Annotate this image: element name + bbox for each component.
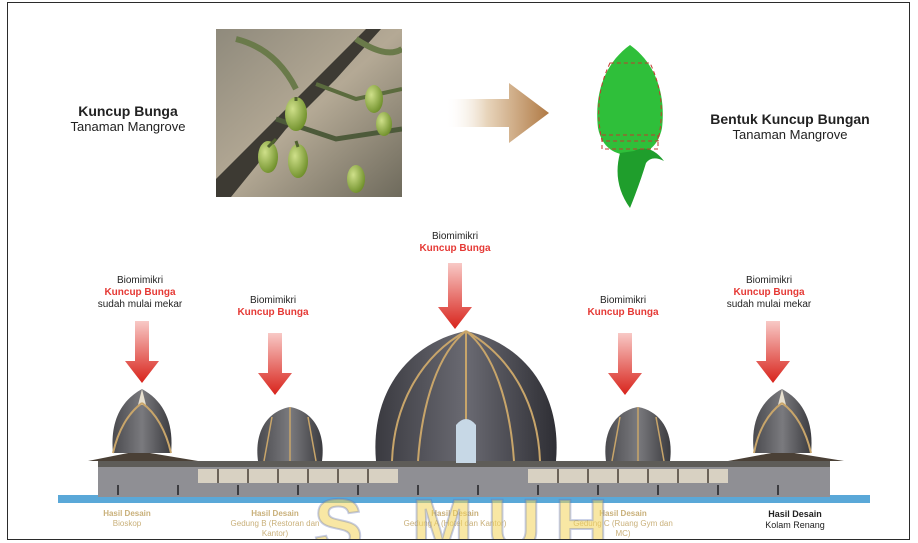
bio-label-3: Biomimikri Kuncup Bunga	[400, 231, 510, 255]
bio-label-1-line2: Kuncup Bunga	[85, 287, 195, 299]
bio-label-3-line1: Biomimikri	[400, 231, 510, 243]
mangrove-bud-photo	[216, 29, 402, 197]
transition-arrow-icon	[445, 83, 549, 143]
right-caption: Bentuk Kuncup Bungan Tanaman Mangrove	[680, 111, 900, 142]
caption-kolam-renang-sub: Kolam Renang	[765, 520, 825, 530]
right-caption-title: Bentuk Kuncup Bungan	[680, 111, 900, 127]
bio-label-1-line3: sudah mulai mekar	[85, 299, 195, 311]
bud-shape-diagram	[590, 43, 670, 213]
bio-label-4-line1: Biomimikri	[568, 295, 678, 307]
bio-label-3-line2: Kuncup Bunga	[400, 243, 510, 255]
left-caption: Kuncup Bunga Tanaman Mangrove	[48, 103, 208, 134]
university-watermark: S MUH	[188, 493, 748, 540]
caption-kolam-renang-title: Hasil Desain	[740, 509, 850, 520]
caption-kolam-renang: Hasil Desain Kolam Renang	[740, 509, 850, 531]
left-caption-subtitle: Tanaman Mangrove	[48, 119, 208, 134]
watermark-text: S MUH	[314, 493, 622, 540]
left-caption-title: Kuncup Bunga	[48, 103, 208, 119]
bio-label-5: Biomimikri Kuncup Bunga sudah mulai meka…	[714, 275, 824, 311]
bio-label-5-line1: Biomimikri	[714, 275, 824, 287]
bio-label-5-line3: sudah mulai mekar	[714, 299, 824, 311]
bio-label-1: Biomimikri Kuncup Bunga sudah mulai meka…	[85, 275, 195, 311]
caption-bioskop: Hasil Desain Bioskop	[72, 509, 182, 529]
bio-label-5-line2: Kuncup Bunga	[714, 287, 824, 299]
bio-label-2-line1: Biomimikri	[218, 295, 328, 307]
diagram-frame: Kuncup Bunga Tanaman Mangrove	[7, 2, 910, 540]
caption-bioskop-title: Hasil Desain	[72, 509, 182, 519]
right-caption-subtitle: Tanaman Mangrove	[680, 127, 900, 142]
bio-label-1-line1: Biomimikri	[85, 275, 195, 287]
caption-bioskop-sub: Bioskop	[113, 519, 141, 528]
